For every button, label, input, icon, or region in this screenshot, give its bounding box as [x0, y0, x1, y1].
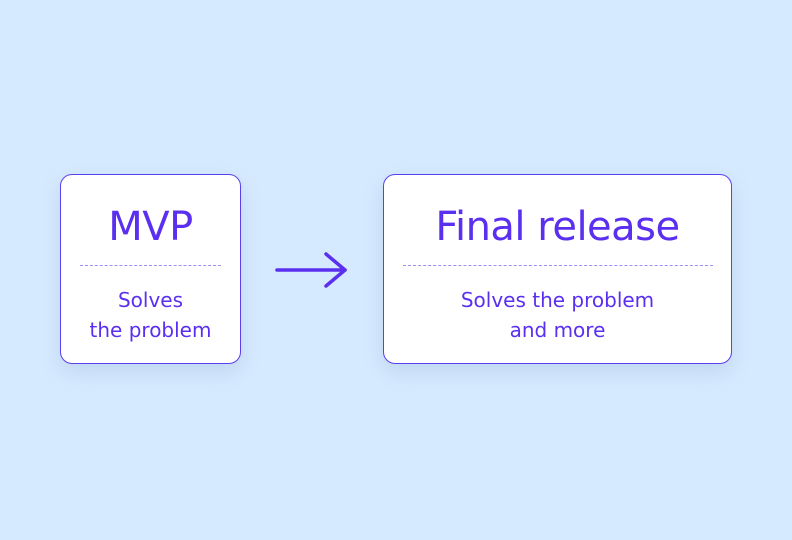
- mvp-title: MVP: [108, 204, 193, 250]
- mvp-description-line-1: Solves: [117, 288, 184, 312]
- mvp-description-line-2: the problem: [89, 318, 212, 342]
- final-release-divider: [403, 265, 713, 266]
- final-release-description-line-1: Solves the problem: [460, 288, 655, 312]
- final-release-card: Final release Solves the problem and mor…: [383, 174, 732, 364]
- mvp-description: Solves the problem: [61, 285, 240, 345]
- final-release-description-line-2: and more: [509, 318, 606, 342]
- arrow-right-icon: [275, 252, 347, 288]
- mvp-card: MVP Solves the problem: [60, 174, 241, 364]
- final-release-description: Solves the problem and more: [384, 285, 731, 345]
- mvp-divider: [80, 265, 221, 266]
- final-release-title: Final release: [435, 204, 680, 250]
